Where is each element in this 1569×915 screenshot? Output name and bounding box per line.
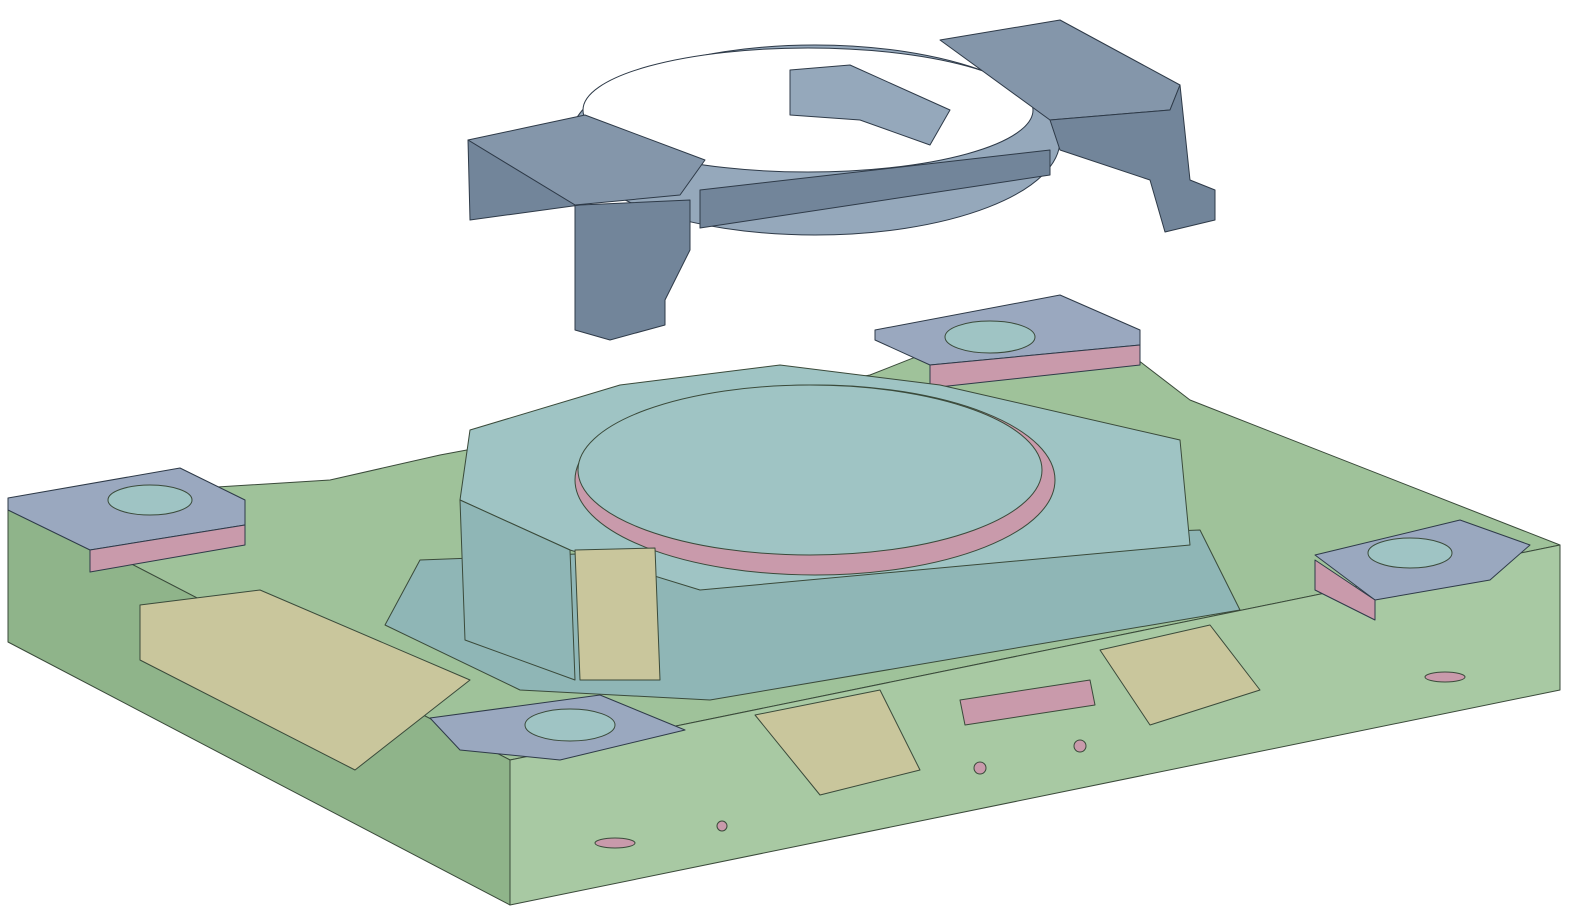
bracket-arm-right-side bbox=[1049, 84, 1216, 233]
core-pillar bbox=[574, 547, 661, 681]
clamp-pad-left bbox=[7, 467, 246, 573]
pocket-right bbox=[1099, 624, 1261, 726]
base-plate-right-face bbox=[509, 544, 1561, 906]
pocket-front-center bbox=[754, 689, 921, 796]
hole bbox=[716, 820, 728, 832]
core-block bbox=[384, 364, 1241, 701]
pocket-left bbox=[139, 589, 471, 771]
ring-floor bbox=[577, 384, 1043, 556]
slot-hole bbox=[594, 837, 636, 849]
bracket-inner-web bbox=[789, 64, 951, 146]
top-bracket bbox=[467, 19, 1216, 341]
pocket-slot-pink bbox=[959, 679, 1096, 726]
clamp-pad-back bbox=[874, 294, 1141, 389]
bracket-arm-left-side bbox=[467, 139, 691, 341]
hole bbox=[1073, 739, 1087, 753]
hole bbox=[973, 761, 987, 775]
slot-hole bbox=[1424, 671, 1466, 683]
core-front-face bbox=[459, 499, 576, 681]
clamp-pad-right bbox=[1314, 519, 1531, 621]
clamp-pad-front bbox=[429, 694, 686, 761]
bracket-ring-band bbox=[699, 149, 1051, 229]
clamp-pads bbox=[7, 294, 1531, 761]
